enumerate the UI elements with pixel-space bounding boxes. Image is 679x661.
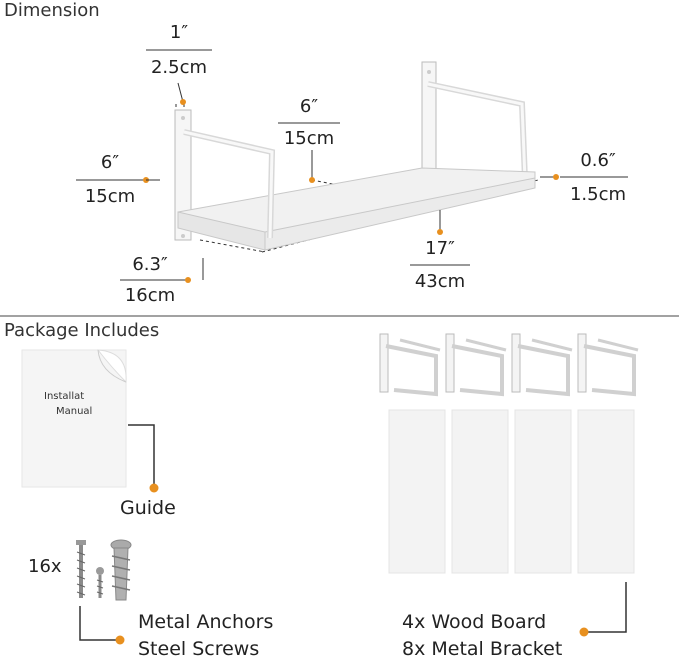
manual-text-line2: Manual <box>56 406 93 417</box>
manual-graphic <box>21 349 127 488</box>
manual-text-line1: Installat <box>44 391 85 402</box>
bracket-height-in: 6″ <box>100 152 120 173</box>
board-depth-cm: 15cm <box>283 128 335 149</box>
boards-graphic <box>388 409 635 574</box>
bracket-height-cm: 15cm <box>84 186 136 207</box>
screws-label: Steel Screws <box>138 638 260 660</box>
screw-icon <box>76 540 104 598</box>
bracket-depth-cm: 16cm <box>124 285 176 306</box>
bracket-width-cm: 2.5cm <box>150 57 208 78</box>
bracket-depth-in: 6.3″ <box>132 254 168 275</box>
board-depth-in: 6″ <box>299 96 319 117</box>
anchor-icon <box>110 539 132 601</box>
dimension-lines <box>76 49 628 283</box>
wood-board-label: 4x Wood Board <box>402 611 547 633</box>
bracket-width-in: 1″ <box>169 22 189 43</box>
dimension-title: Dimension <box>4 0 100 21</box>
board-thickness-cm: 1.5cm <box>569 184 627 205</box>
anchors-label: Metal Anchors <box>138 611 274 633</box>
package-title: Package Includes <box>4 320 160 341</box>
brackets-graphic <box>379 333 639 397</box>
board-length-cm: 43cm <box>414 271 466 292</box>
board-length-in: 17″ <box>425 238 455 259</box>
shelf-illustration <box>174 61 539 253</box>
hardware-count: 16x <box>28 556 62 577</box>
board-thickness-in: 0.6″ <box>580 150 616 171</box>
metal-bracket-label: 8x Metal Bracket <box>402 638 563 660</box>
guide-label: Guide <box>120 497 176 519</box>
